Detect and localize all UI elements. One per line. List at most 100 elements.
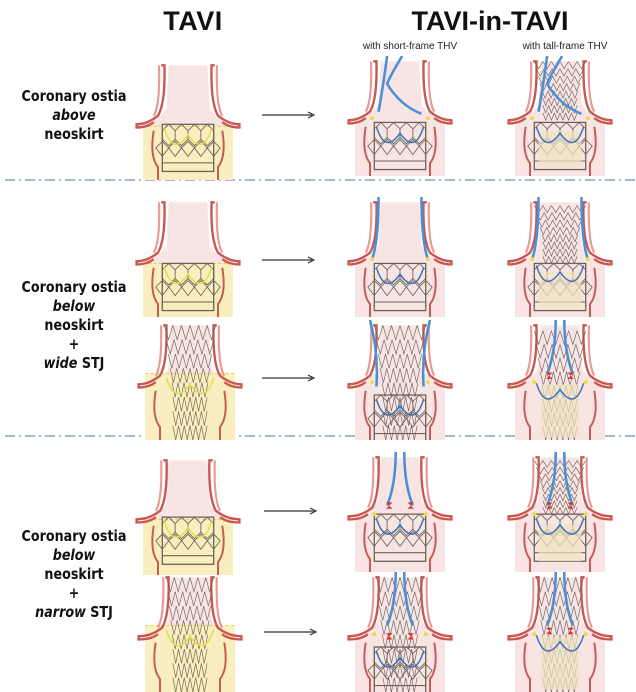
tavi-short-frame-below-narrow (135, 459, 241, 575)
aortic-wall-left-inner (152, 202, 161, 254)
sinus-right (429, 522, 437, 572)
sinus-left (363, 642, 371, 692)
short-frame-valve (367, 646, 433, 692)
tall-frame-valve (166, 577, 214, 692)
row-label-qualifier: below (52, 546, 96, 564)
tavi-tall-frame-below-wide (137, 324, 243, 440)
aortic-wall-left-inner (524, 61, 533, 113)
coronary-catheters (532, 452, 588, 517)
valve-leaflets (535, 126, 585, 144)
aortic-wall-left (347, 456, 380, 521)
valve-leaflets (165, 629, 215, 647)
row-label-above: Coronary ostia above neoskirt (8, 87, 139, 144)
short-frame-valve (367, 394, 433, 440)
aortic-lumen (515, 577, 605, 692)
aortic-wall-right (210, 576, 243, 641)
sinus-left (363, 126, 371, 176)
sinus-right (429, 390, 437, 440)
aortic-wall-right (582, 201, 613, 266)
sinus-left (363, 522, 371, 572)
row-label-stj: STJ (90, 603, 113, 621)
sinus-left (523, 390, 531, 440)
transition-arrow (262, 256, 316, 264)
aortic-wall-right (420, 456, 453, 521)
aortic-wall-right (422, 201, 453, 266)
aortic-wall-left-inner (154, 325, 163, 377)
sinus-right (589, 642, 597, 692)
valve-leaflets (535, 382, 585, 400)
sinus-right (589, 126, 597, 176)
valve-leaflets (375, 651, 425, 668)
leaflet-collision-markers (546, 372, 574, 379)
tavi-short-frame-above (135, 64, 241, 180)
aortic-wall-right-inner (427, 202, 436, 254)
aortic-wall-left-inner (152, 65, 161, 117)
short-frame-valve (155, 516, 221, 565)
aortic-wall-right (420, 576, 453, 641)
short-frame-valve (367, 513, 433, 562)
aortic-lumen (515, 325, 605, 440)
coronary-catheters (372, 572, 428, 637)
aortic-wall-left-inner (524, 325, 533, 377)
sinus-right (219, 642, 227, 692)
aortic-wall-left (507, 324, 538, 389)
tavi-in-tavi-short-below-wide (347, 197, 453, 317)
valve-leaflets (535, 265, 585, 282)
aortic-wall-left-inner (366, 577, 375, 629)
aortic-wall-right-inner (215, 202, 224, 254)
row-label-plus: + (68, 335, 80, 353)
row-label-qualifier: above (52, 106, 96, 124)
aortic-wall-right (210, 64, 241, 129)
aortic-lumen (515, 202, 605, 317)
short-frame-valve (367, 262, 433, 312)
aortic-wall-right (208, 459, 241, 524)
valve-leaflets (163, 267, 213, 285)
sinus-right (589, 522, 597, 572)
aortic-wall-left (507, 60, 538, 125)
valve-leaflets (375, 126, 425, 144)
valve-leaflets (165, 377, 215, 395)
aortic-wall-left (135, 64, 166, 129)
column-header-tavi-in-tavi: TAVI-in-TAVI (411, 6, 569, 36)
section-divider (5, 179, 636, 181)
aortic-wall-right-inner (585, 457, 594, 509)
aortic-wall-left (507, 576, 540, 641)
aortic-wall-right-inner (217, 325, 226, 377)
row-label-line: Coronary ostia (21, 87, 127, 105)
aortic-wall-left (507, 456, 540, 521)
aortic-lumen (355, 202, 445, 317)
transition-arrow (264, 628, 318, 636)
valve-leaflets (375, 518, 425, 535)
row-label-below-narrow: Coronary ostia below neoskirt + narrow S… (8, 527, 139, 622)
coronary-catheters (372, 452, 428, 517)
sinus-left (363, 390, 371, 440)
coronary-catheters (532, 572, 588, 637)
sinus-left (151, 130, 159, 180)
aortic-wall-right (212, 324, 243, 389)
coronary-catheters (368, 320, 432, 387)
column-header-tavi: TAVI (163, 6, 223, 36)
aortic-lumen (355, 61, 445, 176)
aortic-wall-right-inner (587, 61, 596, 113)
aortic-wall-left-inner (364, 202, 373, 254)
aortic-wall-right-inner (213, 460, 222, 512)
aortic-wall-right-inner (585, 577, 594, 629)
tavi-in-tavi-short-above (347, 56, 453, 176)
leaflet-collision-markers (546, 502, 574, 509)
sinus-left (153, 390, 161, 440)
sinus-right (429, 642, 437, 692)
tall-frame-valve (163, 325, 217, 440)
tavi-in-tavi-tall-on-tall-below-wide (507, 320, 613, 440)
aortic-lumen (355, 577, 445, 692)
subheader-tall-frame: with tall-frame THV (522, 41, 608, 52)
sinus-right (589, 390, 597, 440)
valve-leaflets (375, 267, 425, 285)
aortic-wall-left-inner (366, 457, 375, 509)
coronary-catheters (532, 320, 588, 385)
coronary-catheters (370, 56, 430, 121)
short-frame-valve (367, 121, 433, 171)
aortic-wall-right (580, 576, 613, 641)
row-label-line: Coronary ostia (21, 527, 127, 545)
tavi-in-tavi-tall-on-tall-below-narrow (507, 572, 613, 692)
tavi-in-tavi-short-on-tall-below-narrow (347, 572, 453, 692)
